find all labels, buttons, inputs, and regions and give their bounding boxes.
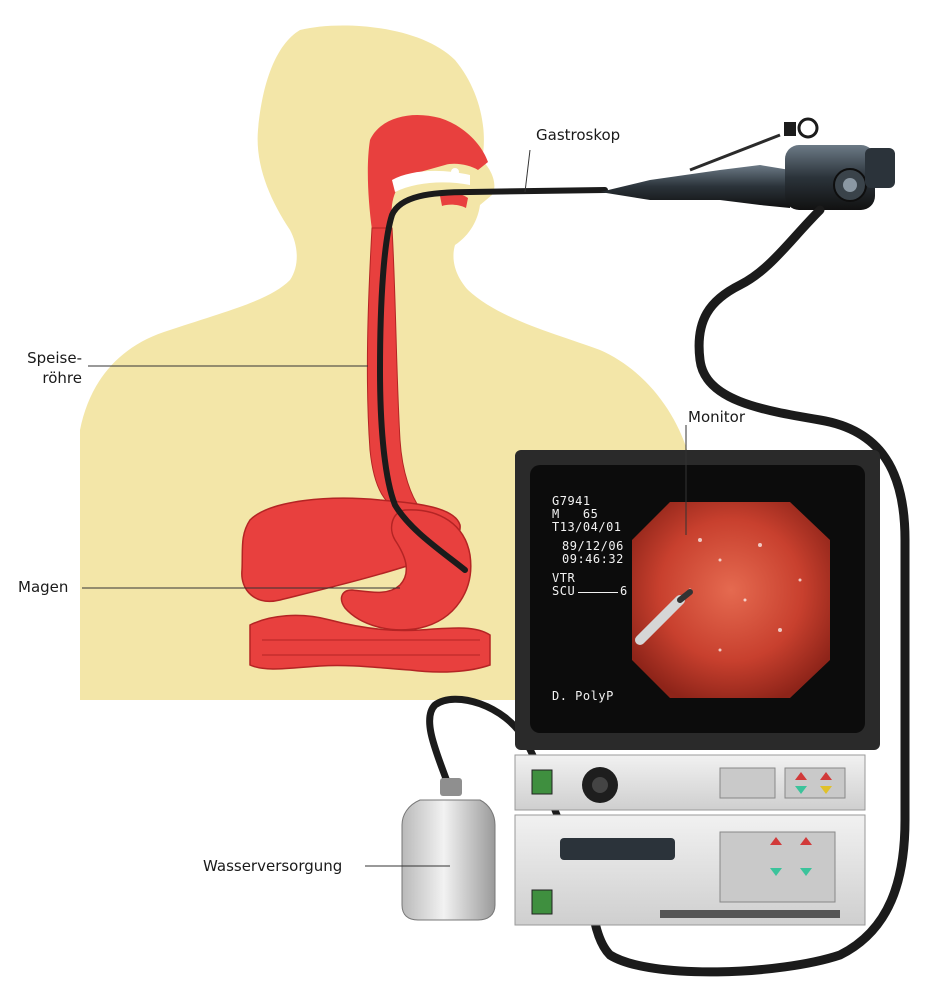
- screen-scu-value: 6: [620, 585, 628, 598]
- label-magen: Magen: [18, 577, 68, 597]
- video-processor: [515, 755, 865, 810]
- screen-scu: SCU: [552, 585, 575, 598]
- endoscope-handle-icon: [600, 119, 895, 210]
- label-speiseroehre-line2: röhre: [18, 368, 82, 388]
- label-gastroskop: Gastroskop: [536, 125, 620, 145]
- screen-footer: D. PolyP: [552, 690, 614, 703]
- light-source: [515, 815, 865, 925]
- water-bottle-icon: [402, 778, 495, 920]
- screen-birthdate: T13/04/01: [552, 521, 622, 534]
- screen-time: 09:46:32: [562, 553, 624, 566]
- label-speiseroehre-line1: Speise-: [18, 348, 82, 368]
- label-wasserversorgung: Wasserversorgung: [203, 856, 342, 876]
- label-monitor: Monitor: [688, 407, 745, 427]
- screen-scu-bar: [578, 592, 618, 593]
